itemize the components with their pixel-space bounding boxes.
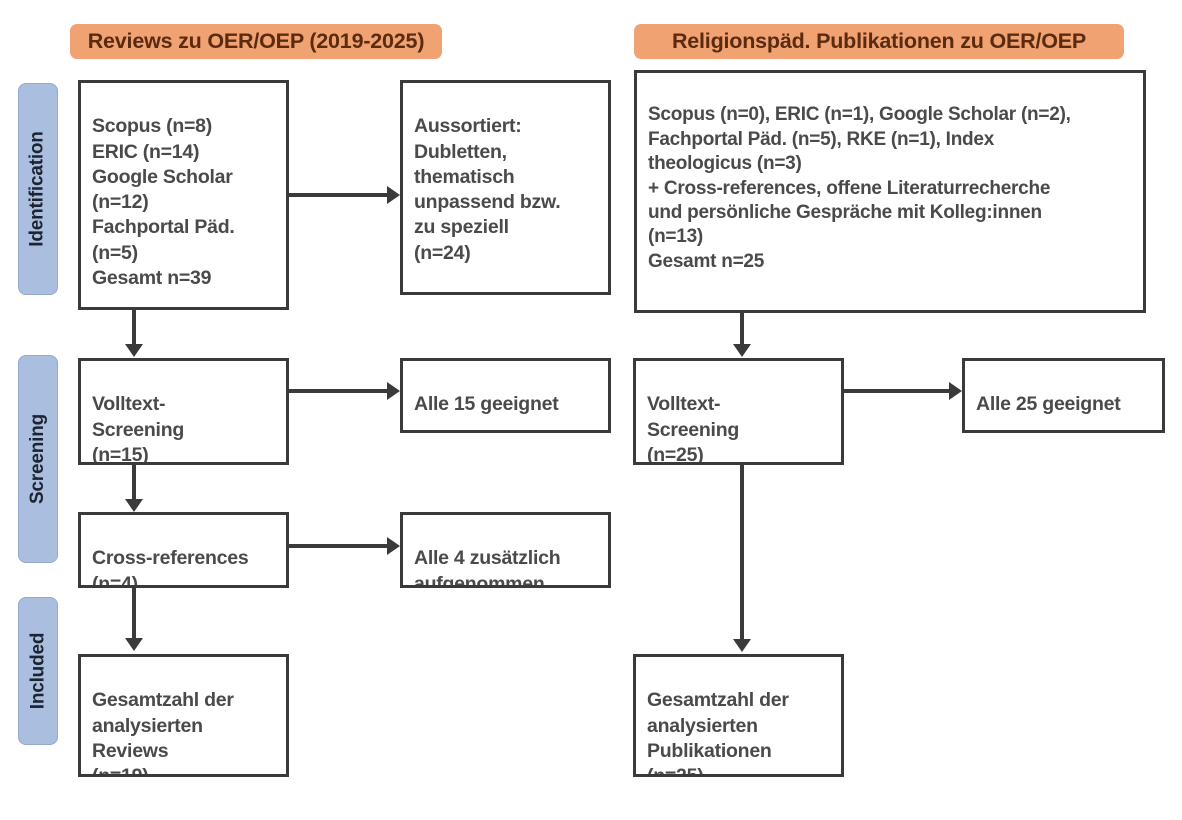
box-left-cross-references: Cross-references (n=4) [78, 512, 289, 588]
arrowhead-right-fulltext-to-result [949, 382, 962, 400]
box-left-excluded-text: Aussortiert: Dubletten, thematisch unpas… [414, 115, 561, 264]
header-right-label: Religionspäd. Publikationen zu OER/OEP [671, 29, 1087, 53]
connector-left-identification-to-excluded [289, 193, 387, 197]
header-right-publications: Religionspäd. Publikationen zu OER/OEP [634, 24, 1124, 59]
box-right-identification-sources: Scopus (n=0), ERIC (n=1), Google Scholar… [634, 70, 1146, 313]
phase-bar-included: Included [18, 597, 58, 745]
connector-left-fulltext-to-result [289, 389, 387, 393]
connector-left-crossrefs-to-included [132, 588, 136, 640]
box-left-cross-references-result: Alle 4 zusätzlich aufgenommen [400, 512, 611, 588]
phase-label-identification: Identification [27, 131, 49, 247]
arrowhead-left-crossrefs-to-included [125, 638, 143, 651]
box-right-screening-result: Alle 25 geeignet [962, 358, 1165, 433]
header-left-label: Reviews zu OER/OEP (2019-2025) [87, 29, 425, 53]
phase-label-included: Included [27, 632, 49, 710]
arrowhead-left-crossrefs-to-result [387, 537, 400, 555]
box-left-identification-sources: Scopus (n=8) ERIC (n=14) Google Scholar … [78, 80, 289, 310]
box-left-identification-text: Scopus (n=8) ERIC (n=14) Google Scholar … [92, 115, 235, 289]
box-left-excluded: Aussortiert: Dubletten, thematisch unpas… [400, 80, 611, 295]
box-left-included-total-text: Gesamtzahl der analysierten Reviews (n=1… [92, 689, 234, 777]
arrowhead-left-identification-to-fulltext [125, 344, 143, 357]
box-left-screening-result-text: Alle 15 geeignet [414, 393, 559, 416]
box-left-cross-references-text: Cross-references (n=4) [92, 547, 249, 588]
phase-bar-screening: Screening [18, 355, 58, 563]
connector-right-fulltext-to-included [740, 465, 744, 641]
connector-left-fulltext-to-crossrefs [132, 465, 136, 501]
arrowhead-left-fulltext-to-crossrefs [125, 499, 143, 512]
box-left-included-total: Gesamtzahl der analysierten Reviews (n=1… [78, 654, 289, 777]
box-right-included-total: Gesamtzahl der analysierten Publikatione… [633, 654, 844, 777]
box-right-identification-text: Scopus (n=0), ERIC (n=1), Google Scholar… [648, 104, 1071, 272]
box-left-fulltext-screening-text: Volltext- Screening (n=15) [92, 393, 185, 465]
phase-bar-identification: Identification [18, 83, 58, 295]
box-left-screening-result: Alle 15 geeignet [400, 358, 611, 433]
box-left-cross-references-result-text: Alle 4 zusätzlich aufgenommen [414, 547, 561, 588]
arrowhead-right-identification-to-fulltext [733, 344, 751, 357]
phase-label-screening: Screening [27, 413, 49, 505]
arrowhead-left-identification-to-excluded [387, 186, 400, 204]
arrowhead-left-fulltext-to-result [387, 382, 400, 400]
connector-left-crossrefs-to-result [289, 544, 387, 548]
box-right-fulltext-screening: Volltext- Screening (n=25) [633, 358, 844, 465]
header-left-reviews: Reviews zu OER/OEP (2019-2025) [70, 24, 442, 59]
connector-left-identification-to-fulltext [132, 310, 136, 346]
box-left-fulltext-screening: Volltext- Screening (n=15) [78, 358, 289, 465]
box-right-fulltext-screening-text: Volltext- Screening (n=25) [647, 393, 740, 465]
arrowhead-right-fulltext-to-included [733, 639, 751, 652]
connector-right-identification-to-fulltext [740, 313, 744, 346]
connector-right-fulltext-to-result [844, 389, 949, 393]
box-right-included-total-text: Gesamtzahl der analysierten Publikatione… [647, 689, 789, 777]
box-right-screening-result-text: Alle 25 geeignet [976, 393, 1121, 416]
